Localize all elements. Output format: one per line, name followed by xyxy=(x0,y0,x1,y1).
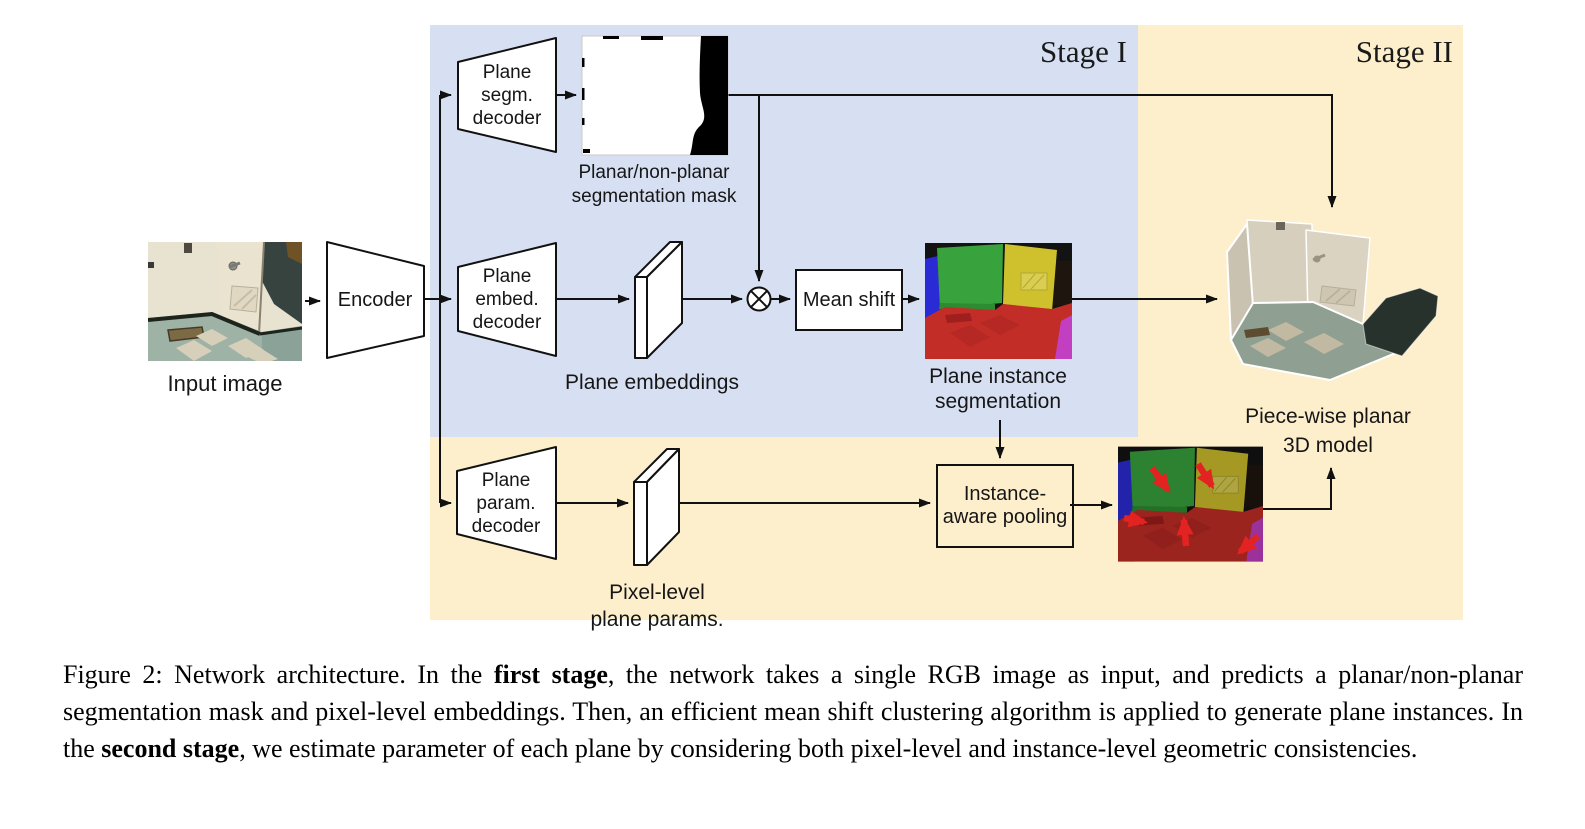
stage2-title: Stage II xyxy=(1355,34,1453,69)
plane-instance-segmentation-label: Plane instance segmentation xyxy=(929,365,1067,413)
pixel-params-label: Pixel-level plane params. xyxy=(590,581,724,631)
instance-aware-pooling-box: Instance- aware pooling xyxy=(936,464,1074,548)
instance-pooling-result-image xyxy=(1118,446,1263,562)
caption-bold-segment: first stage xyxy=(493,660,608,689)
arrow-mask-to-3d-model xyxy=(728,94,1337,208)
encoder-trapezoid xyxy=(326,241,425,359)
caption-bold-segment: second stage xyxy=(101,734,240,763)
3d-model-label: Piece-wise planar 3D model xyxy=(1245,405,1411,457)
plane-embed-decoder-trapezoid xyxy=(457,242,557,357)
pixel-params-slab xyxy=(633,448,680,566)
circled-times-icon xyxy=(746,286,772,312)
plane-segm-decoder-label: Plane segm. decoder xyxy=(472,62,542,129)
input-image xyxy=(148,242,302,361)
caption-segment: , we estimate parameter of each plane by… xyxy=(239,734,1418,763)
plane-segm-decoder-trapezoid xyxy=(457,37,557,153)
plane-embeddings-slab xyxy=(634,241,683,359)
plane-embed-decoder-label: Plane embed. decoder xyxy=(472,266,542,333)
plane-instance-segmentation-image xyxy=(925,243,1072,359)
arrow-refined-seg-to-model-label xyxy=(1263,467,1336,510)
plane-normal-arrows xyxy=(1123,462,1261,555)
input-image-label: Input image xyxy=(167,371,283,396)
connector-group xyxy=(305,90,1337,510)
caption-segment: , the network takes a single RGB image a… xyxy=(63,660,1524,763)
mean-shift-box: Mean shift xyxy=(795,269,903,331)
plane-embeddings-label: Plane embeddings xyxy=(565,371,739,394)
plane-param-decoder-label: Plane param. decoder xyxy=(471,470,541,537)
plane-param-decoder-trapezoid xyxy=(456,446,557,560)
stage1-title: Stage I xyxy=(1040,34,1127,69)
figure-caption: Figure 2: Network architecture. In the f… xyxy=(63,656,1523,767)
caption-segment: Figure 2: Network architecture. In the xyxy=(63,660,494,689)
planar-3d-model-image xyxy=(1226,219,1439,381)
encoder-label: Encoder xyxy=(337,289,413,311)
segmentation-mask-image xyxy=(581,35,729,156)
mask-label: Planar/non-planar segmentation mask xyxy=(571,162,737,207)
